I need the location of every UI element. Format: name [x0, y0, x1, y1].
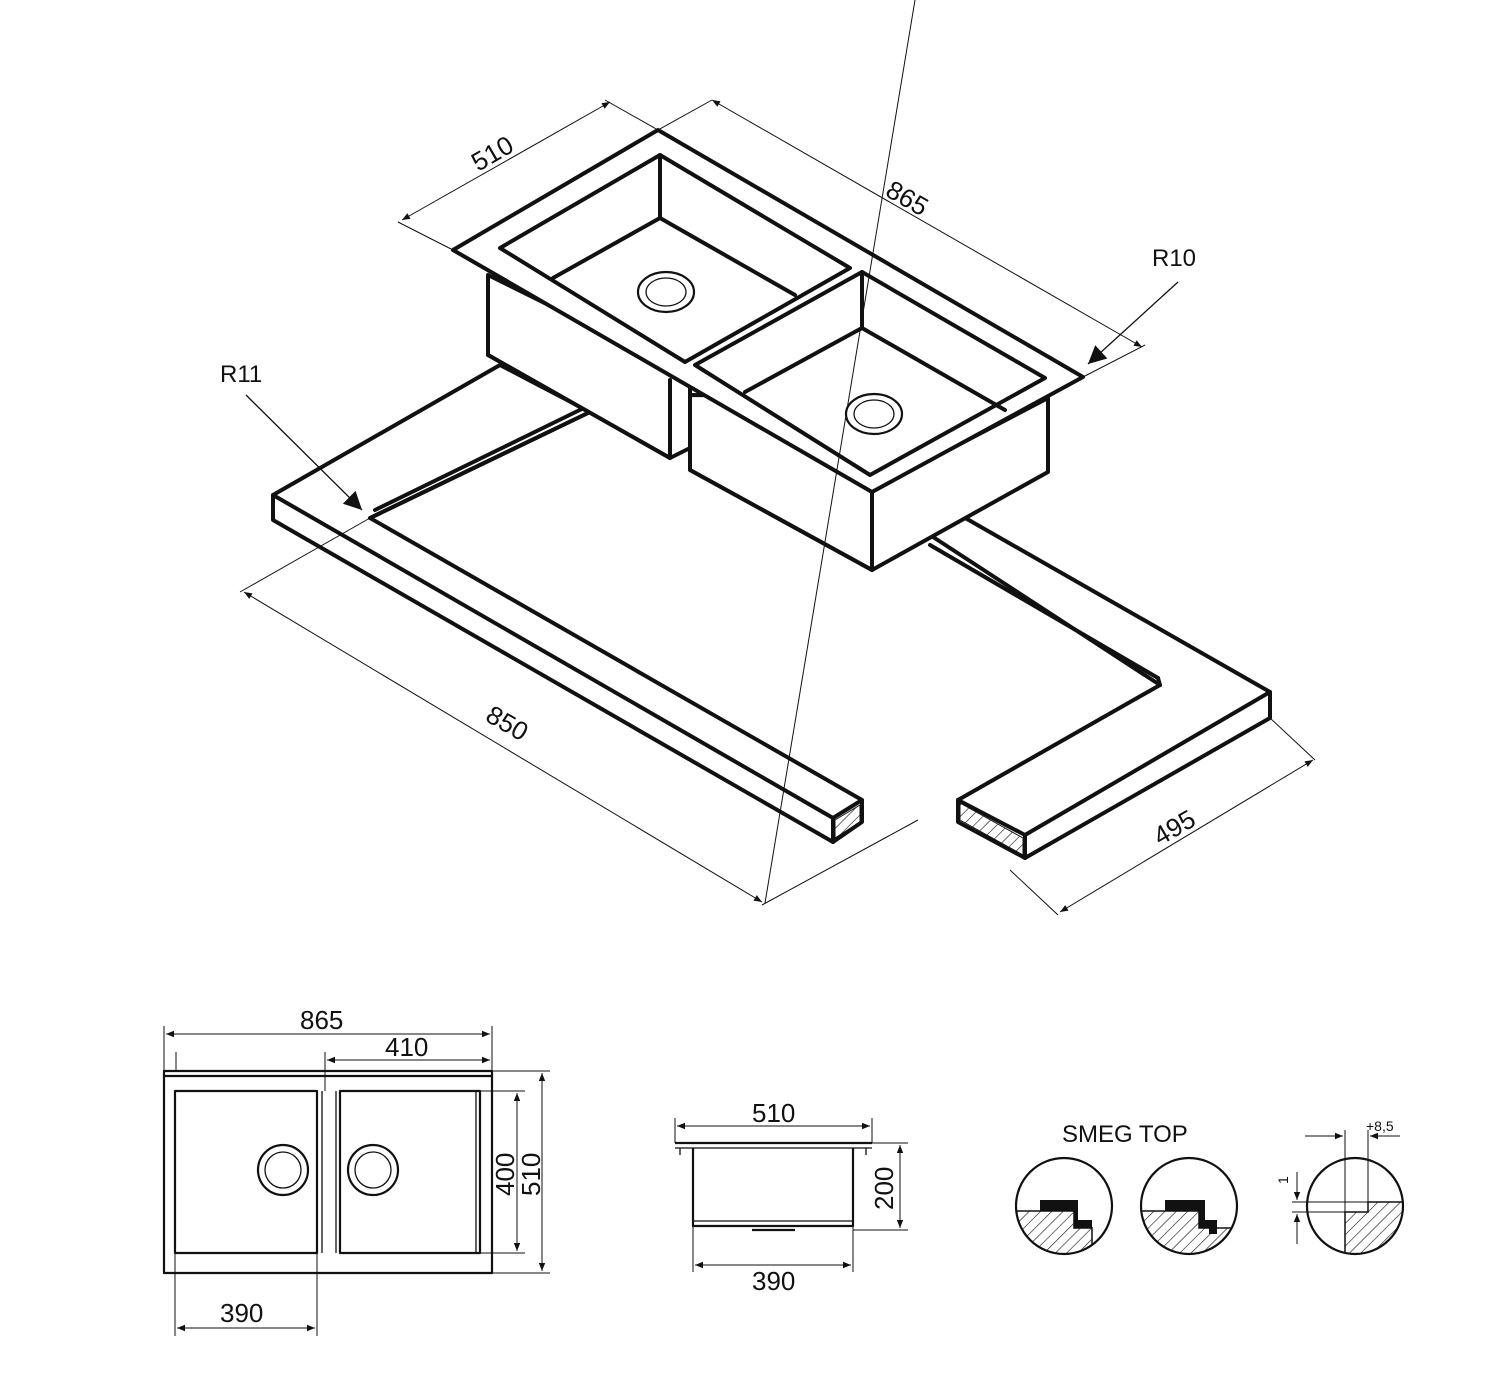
detail-offset-label: +8,5: [1366, 1118, 1394, 1134]
dim-section-200-label: 200: [869, 1167, 899, 1210]
sink-body: [451, 128, 1085, 572]
plan-view: 865 410 400 510 390: [162, 1005, 550, 1336]
detail-circle-1: [1014, 1156, 1114, 1256]
radius-r10-label: R10: [1152, 245, 1196, 272]
radius-r11-label: R11: [220, 361, 262, 388]
radius-r11: R11: [220, 361, 363, 511]
countertop-right-slab: [928, 513, 1272, 860]
detail-step-label: 1: [1275, 1176, 1291, 1184]
dim-iso-495-label: 495: [1148, 804, 1201, 852]
dim-section-390-label: 390: [752, 1266, 795, 1296]
dim-plan-410-label: 410: [385, 1032, 428, 1062]
dim-iso-850-label: 850: [481, 699, 534, 747]
detail-title: SMEG TOP: [1062, 1121, 1188, 1148]
dim-iso-865-label: 865: [881, 174, 934, 222]
radius-r10: R10: [1087, 245, 1196, 365]
dim-plan-400-label: 400: [490, 1153, 520, 1196]
dim-section-510-label: 510: [752, 1098, 795, 1128]
detail-views: SMEG TOP: [1014, 1118, 1405, 1256]
isometric-view: 510 865 R10 R11 850: [220, 0, 1316, 916]
dim-plan-865-label: 865: [300, 1005, 343, 1035]
dim-plan-510-label: 510: [516, 1153, 546, 1196]
detail-circle-3: +8,5 1: [1275, 1118, 1405, 1256]
dim-plan-390-label: 390: [220, 1298, 263, 1328]
detail-circle-2: [1139, 1156, 1239, 1256]
dim-iso-510-label: 510: [466, 130, 519, 178]
section-view: 510 200 390: [674, 1098, 908, 1296]
